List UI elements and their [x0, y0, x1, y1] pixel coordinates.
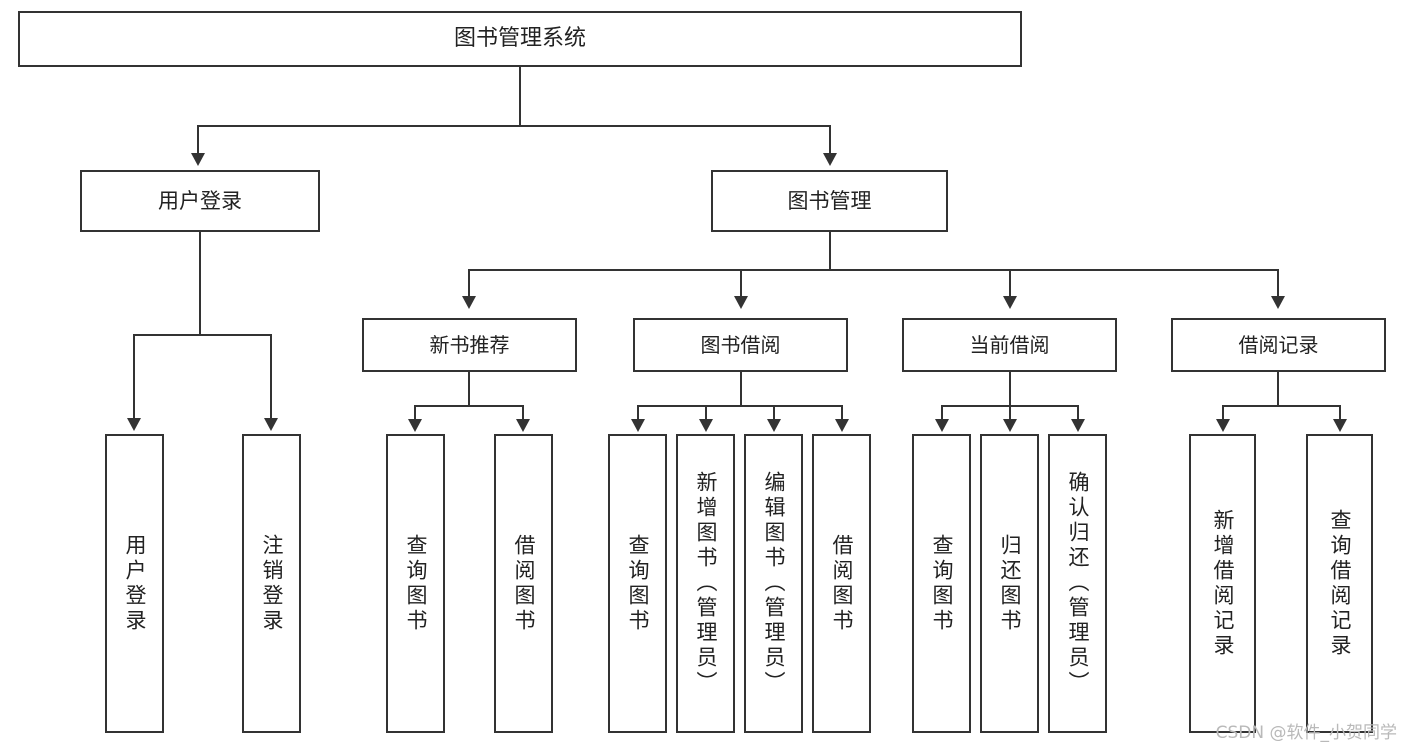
connector-br-bus — [1222, 405, 1341, 407]
arrow-cb-to-leaf-1 — [935, 419, 949, 432]
leaf-book-borrow-borrow-books[interactable]: 借阅图书 — [812, 434, 871, 733]
connector-bb-to-leaf-1 — [637, 405, 639, 421]
node-label: 用户登录 — [123, 533, 147, 634]
arrow-user-login-to-leaf-2 — [264, 418, 278, 431]
connector-root-to-user-login — [197, 125, 199, 155]
connector-nbr-to-leaf-1 — [414, 405, 416, 421]
connector-bb-bus — [637, 405, 843, 407]
connector-bb-to-leaf-2 — [705, 405, 707, 421]
leaf-current-borrow-confirm-return-admin[interactable]: 确认归还（管理员） — [1048, 434, 1107, 733]
leaf-book-borrow-query-books[interactable]: 查询图书 — [608, 434, 667, 733]
arrow-nbr-to-leaf-1 — [408, 419, 422, 432]
node-book-borrow[interactable]: 图书借阅 — [633, 318, 848, 372]
connector-cb-to-leaf-2 — [1009, 405, 1011, 421]
connector-bb-stem — [740, 372, 742, 406]
connector-user-login-bus — [133, 334, 271, 336]
node-label: 新增图书（管理员） — [694, 471, 718, 696]
node-user-login[interactable]: 用户登录 — [80, 170, 320, 232]
leaf-new-book-query-books[interactable]: 查询图书 — [386, 434, 445, 733]
arrow-root-to-user-login — [191, 153, 205, 166]
node-root-book-management-system[interactable]: 图书管理系统 — [18, 11, 1022, 67]
node-label: 编辑图书（管理员） — [762, 471, 786, 696]
connector-user-login-to-leaf-2 — [270, 334, 272, 420]
node-label: 新书推荐 — [429, 332, 510, 357]
node-label: 确认归还（管理员） — [1066, 471, 1090, 696]
connector-bb-to-leaf-4 — [841, 405, 843, 421]
node-label: 新增借阅记录 — [1211, 508, 1235, 659]
leaf-borrow-record-query-record[interactable]: 查询借阅记录 — [1306, 434, 1373, 733]
node-label: 查询借阅记录 — [1328, 508, 1352, 659]
leaf-borrow-record-add-record[interactable]: 新增借阅记录 — [1189, 434, 1256, 733]
node-label: 用户登录 — [158, 188, 242, 213]
connector-bm-to-book-borrow — [740, 269, 742, 298]
node-label: 归还图书 — [998, 533, 1022, 634]
connector-bm-to-borrow-record — [1277, 269, 1279, 298]
node-label: 图书管理系统 — [453, 26, 586, 52]
leaf-user-login-login[interactable]: 用户登录 — [105, 434, 164, 733]
node-label: 图书管理 — [787, 188, 872, 213]
connector-user-login-stem — [199, 232, 201, 335]
arrow-nbr-to-leaf-2 — [516, 419, 530, 432]
connector-nbr-to-leaf-2 — [522, 405, 524, 421]
connector-br-stem — [1277, 372, 1279, 406]
node-label: 注销登录 — [260, 533, 284, 634]
node-book-management[interactable]: 图书管理 — [711, 170, 948, 232]
arrow-br-to-leaf-1 — [1216, 419, 1230, 432]
connector-bm-to-current-borrow — [1009, 269, 1011, 298]
leaf-book-borrow-edit-book-admin[interactable]: 编辑图书（管理员） — [744, 434, 803, 733]
arrow-bm-to-current-borrow — [1003, 296, 1017, 309]
node-label: 当前借阅 — [969, 332, 1050, 357]
connector-nbr-stem — [468, 372, 470, 406]
leaf-current-borrow-query-books[interactable]: 查询图书 — [912, 434, 971, 733]
arrow-user-login-to-leaf-1 — [127, 418, 141, 431]
connector-book-management-stem — [829, 232, 831, 271]
arrow-root-to-book-management — [823, 153, 837, 166]
node-label: 图书借阅 — [700, 332, 781, 357]
connector-book-management-bus — [468, 269, 1279, 271]
node-label: 借阅图书 — [830, 533, 854, 634]
connector-cb-to-leaf-3 — [1077, 405, 1079, 421]
node-borrow-record[interactable]: 借阅记录 — [1171, 318, 1386, 372]
arrow-bb-to-leaf-4 — [835, 419, 849, 432]
arrow-bb-to-leaf-1 — [631, 419, 645, 432]
arrow-bb-to-leaf-2 — [699, 419, 713, 432]
connector-nbr-bus — [414, 405, 524, 407]
connector-user-login-to-leaf-1 — [133, 334, 135, 420]
connector-cb-to-leaf-1 — [941, 405, 943, 421]
connector-cb-stem — [1009, 372, 1011, 406]
connector-root-bus — [197, 125, 831, 127]
arrow-cb-to-leaf-3 — [1071, 419, 1085, 432]
connector-root-to-book-management — [829, 125, 831, 155]
leaf-user-login-logout[interactable]: 注销登录 — [242, 434, 301, 733]
arrow-br-to-leaf-2 — [1333, 419, 1347, 432]
node-label: 查询图书 — [930, 533, 954, 634]
arrow-bm-to-book-borrow — [734, 296, 748, 309]
arrow-cb-to-leaf-2 — [1003, 419, 1017, 432]
arrow-bb-to-leaf-3 — [767, 419, 781, 432]
node-label: 借阅图书 — [512, 533, 536, 634]
node-label: 借阅记录 — [1238, 332, 1319, 357]
connector-br-to-leaf-2 — [1339, 405, 1341, 421]
leaf-new-book-borrow-books[interactable]: 借阅图书 — [494, 434, 553, 733]
arrow-bm-to-borrow-record — [1271, 296, 1285, 309]
connector-br-to-leaf-1 — [1222, 405, 1224, 421]
arrow-bm-to-new-book — [462, 296, 476, 309]
node-current-borrow[interactable]: 当前借阅 — [902, 318, 1117, 372]
leaf-current-borrow-return-books[interactable]: 归还图书 — [980, 434, 1039, 733]
node-label: 查询图书 — [626, 533, 650, 634]
leaf-book-borrow-add-book-admin[interactable]: 新增图书（管理员） — [676, 434, 735, 733]
connector-root-stem — [519, 67, 521, 125]
node-label: 查询图书 — [404, 533, 428, 634]
connector-bm-to-new-book — [468, 269, 470, 298]
connector-bb-to-leaf-3 — [773, 405, 775, 421]
node-new-book-recommend[interactable]: 新书推荐 — [362, 318, 577, 372]
